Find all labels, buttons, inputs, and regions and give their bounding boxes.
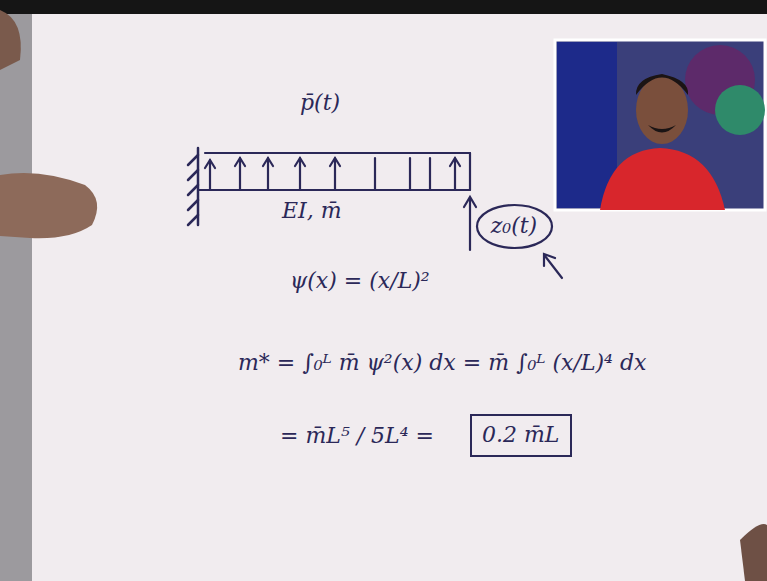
mass-result-line: = m̄L⁵ / 5L⁴ = <box>280 423 434 449</box>
beam-load <box>198 153 562 278</box>
fixed-support <box>188 148 198 225</box>
mass-equation: m* = ∫₀ᴸ m̄ ψ²(x) dx = m̄ ∫₀ᴸ (x/L)⁴ dx <box>238 350 646 376</box>
node-text: 0.2 m̄L <box>482 422 559 448</box>
property-label: EI, m̄ <box>282 198 342 224</box>
video-inset <box>555 40 765 210</box>
circled-displacement: z₀(t) <box>475 203 554 250</box>
result-box: 0.2 m̄L <box>470 414 572 457</box>
shape-function: ψ(x) = (x/L)² <box>290 268 430 294</box>
thumb <box>0 173 97 238</box>
load-label: p̄(t) <box>300 90 340 116</box>
node-text: z₀(t) <box>491 213 537 239</box>
